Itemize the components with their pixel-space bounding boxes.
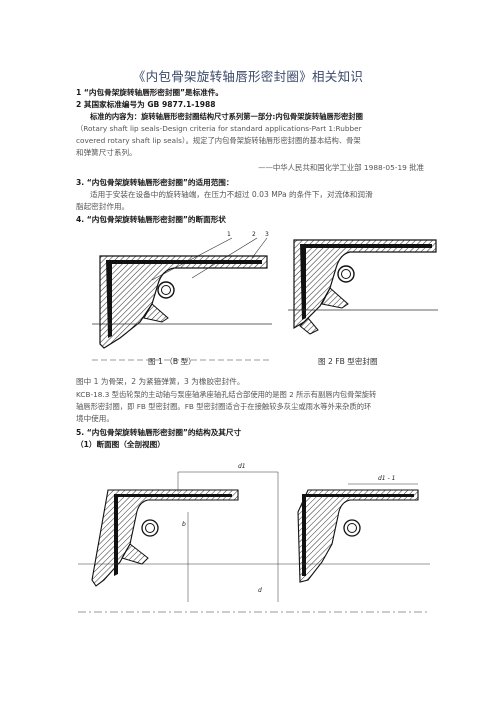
figure-2-caption: 图 2 FB 型密封圈 [318,357,378,366]
section-2-en-line3: 和弹簧尺寸系列。 [76,148,137,157]
kcb-text-line3: 境中使用。 [76,414,114,423]
section-3-text-line2: 脂起密封作用。 [76,202,130,211]
figure-2-cross-section [288,239,438,335]
figure-legend: 图中 1 为骨架，2 为紧箍弹簧，3 为橡胶密封件。 [76,377,245,386]
section-5-1: （1）断面图（全剖视图） [76,440,165,449]
section-1: 1 “内包骨架旋转轴唇形密封圈”是标准件。 [76,88,224,97]
approval-line: ——中华人民共和国化学工业部 1988-05-19 批准 [258,163,424,172]
section-2: 2 其国家标准编号为 GB 9877.1-1988 [76,100,216,109]
label-2: 2 [252,231,256,238]
figure-1-cross-section: 1 2 3 [92,231,272,361]
section-5: 5. “内包骨架旋转轴唇形密封圈”的结构及其尺寸 [76,428,242,437]
section-4: 4. “内包骨架旋转轴唇形密封圈”的断面形状 [76,215,226,224]
sectional-drawing: d1 d1 - 1 b d [78,463,430,613]
dim-d: d [258,587,262,594]
label-3: 3 [265,231,269,238]
section-2-content: 标准的内容为：旋转轴唇形密封圈结构尺寸系列第一部分:内包骨架旋转轴唇形密封圈 [90,112,363,121]
section-2-en-line2: covered rotary shaft lip seals）。规定了内包骨架旋… [76,136,361,145]
section-3: 3. “内包骨架旋转轴唇形密封圈”的适用范围： [76,178,234,187]
kcb-text-line1: KCB-18.3 型齿轮泵的主动轴与泵座轴承座轴孔结合部使用的是图 2 所示有副… [76,390,377,399]
dim-d1-minus: d1 - 1 [378,475,395,482]
page-title: 《内包骨架旋转轴唇形密封圈》相关知识 [132,69,364,84]
dim-d1: d1 [238,463,246,470]
section-2-en-line1: （Rotary shaft lip seals-Design criteria … [76,124,362,133]
section-3-text-line1: 适用于安装在设备中的旋转轴端，在压力不超过 0.03 MPa 的条件下，对流体和… [90,190,373,199]
figure-1-caption: 图 1 （B 型） [148,357,196,366]
dim-b: b [182,521,186,528]
label-1: 1 [227,231,231,238]
kcb-text-line2: 轴唇形密封圈，即 FB 型密封圈。FB 型密封圈适合于在接触较多灰尘或雨水等外来… [76,402,372,411]
